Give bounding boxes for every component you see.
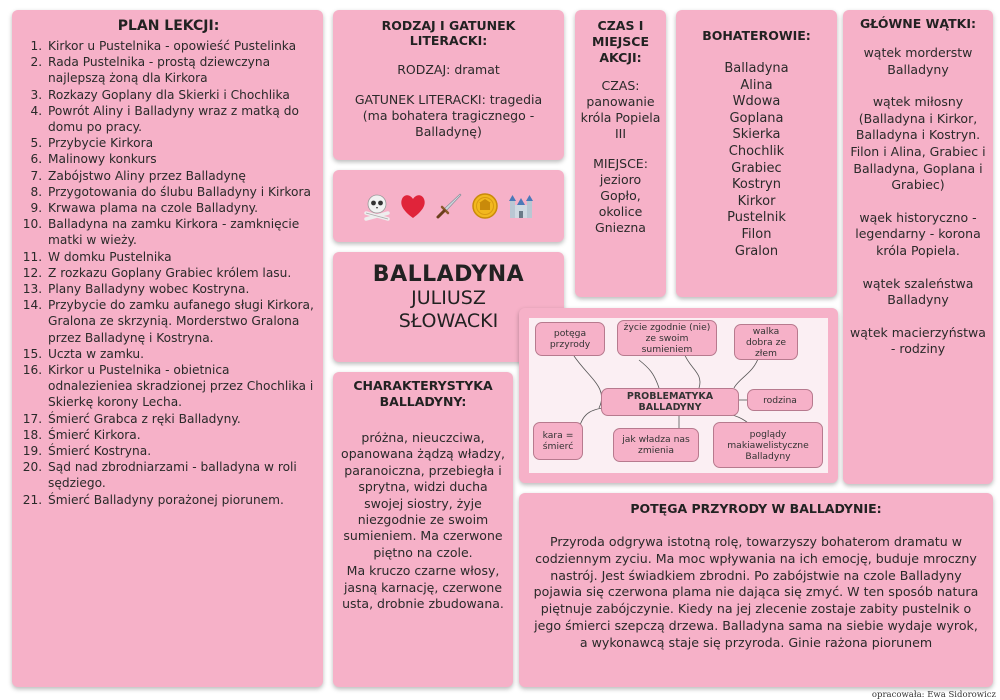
czas-miejsce-card: CZAS I MIEJSCE AKCJI: CZAS: panowanie kr… [575,10,666,297]
plan-item: Plany Balladyny wobec Kostryna. [46,281,315,297]
plan-item: Kirkor u Pustelnika - opowieść Pustelink… [46,38,315,54]
bohater-item: Grabiec [731,160,782,176]
dagger-icon [436,193,461,219]
charakterystyka-p2: Ma kruczo czarne włosy, jasną karnację, … [342,563,504,612]
plan-item: Śmierć Kirkora. [46,427,315,443]
rodzaj-title: RODZAJ I GATUNEK LITERACKI: [381,18,516,48]
plan-item: Malinowy konkurs [46,151,315,167]
bohater-item: Kostryn [732,177,781,193]
author-credit: opracowała: Ewa Sidorowicz [871,690,996,700]
coin-icon [471,193,498,219]
charakterystyka-p1: próżna, nieuczciwa, opanowana żądzą wład… [341,430,505,560]
plan-item: Powrót Aliny i Balladyny wraz z matką do… [46,103,315,135]
castle-icon [508,195,533,218]
rodzaj-text: RODZAJ: dramat [397,62,500,77]
watki-title: GŁÓWNE WĄTKI: [860,16,976,31]
author-first-name: JULIUSZ [411,287,486,309]
plan-list: Kirkor u Pustelnika - opowieść Pustelink… [22,38,315,508]
author-last-name: SŁOWACKI [398,310,499,332]
node-wladza: jak władza nas zmienia [613,428,699,462]
plan-item: Balladyna na zamku Kirkora - zamknięcie … [46,216,315,248]
plan-item: Krwawa plama na czole Balladyny. [46,200,315,216]
bohater-item: Filon [741,226,772,242]
emoji-card [333,170,564,242]
watki-list: wątek morderstw Balladyny wątek miłosny (… [849,45,987,358]
plan-item: Z rozkazu Goplany Grabiec królem lasu. [46,265,315,281]
problematyka-card: potęga przyrody życie zgodnie (nie) ze s… [519,308,838,483]
problematyka-diagram: potęga przyrody życie zgodnie (nie) ze s… [529,318,828,473]
plan-item: Przybycie Kirkora [46,135,315,151]
gatunek-text: GATUNEK LITERACKI: tragedia (ma bohatera… [354,92,543,139]
potega-text: Przyroda odgrywa istotną rolę, towarzysz… [533,534,979,650]
plan-item: Śmierć Balladyny porażonej piorunem. [46,492,315,508]
bohater-item: Chochlik [728,143,785,159]
bohater-item: Gralon [734,243,779,259]
watek-item: wątek szaleństwa Balladyny [862,275,974,308]
book-title: BALLADYNA [372,262,525,287]
bohater-item: Pustelnik [727,210,786,226]
node-kara-smierc: kara = śmierć [533,422,583,460]
plan-item: Zabójstwo Aliny przez Balladynę [46,168,315,184]
plan-title: PLAN LEKCJI: [117,18,220,34]
skull-crossbones-icon [363,194,390,221]
plan-item: Kirkor u Pustelnika - obietnica odnalezi… [46,362,315,411]
bohaterowie-title: BOHATEROWIE: [702,28,811,43]
watek-item: wątek macierzyństwa - rodziny [850,324,986,357]
potega-title: POTĘGA PRZYRODY W BALLADYNIE: [630,501,882,516]
czas-text: panowanie króla Popiela III [580,94,661,141]
miejsce-text: jezioro Gopło, okolice Gniezna [595,172,646,235]
node-rodzina: rodzina [747,389,813,411]
watek-item: wątek morderstw Balladyny [863,45,973,77]
czas-title: CZAS I MIEJSCE AKCJI: [592,18,649,65]
charakterystyka-title: CHARAKTERYSTYKA BALLADYNY: [353,378,493,409]
node-walka-dobra: walka dobra ze złem [734,324,798,360]
plan-item: Uczta w zamku. [46,346,315,362]
bohater-item: Kirkor [737,193,776,209]
plan-item: Śmierć Kostryna. [46,443,315,459]
node-potega-przyrody: potęga przyrody [535,322,605,356]
potega-przyrody-card: POTĘGA PRZYRODY W BALLADYNIE: Przyroda o… [519,493,993,687]
node-poglady: poglądy makiawelistyczne Balladyny [713,422,823,468]
bohater-item: Skierka [732,127,781,143]
plan-item: Rada Pustelnika - prostą dziewczyna najl… [46,54,315,86]
bohater-item: Wdowa [732,94,781,110]
plan-item: Rozkazy Goplany dla Skierki i Chochlika [46,87,315,103]
rodzaj-gatunek-card: RODZAJ I GATUNEK LITERACKI: RODZAJ: dram… [333,10,564,160]
plan-item: Śmierć Grabca z ręki Balladyny. [46,411,315,427]
watek-item: wątek miłosny (Balladyna i Kirkor, Balla… [850,94,986,193]
plan-item: W domku Pustelnika [46,249,315,265]
miejsce-label: MIEJSCE: [593,156,648,171]
node-problematyka-center: PROBLEMATYKA BALLADYNY [601,388,739,416]
charakterystyka-card: CHARAKTERYSTYKA BALLADYNY: próżna, nieuc… [333,372,513,687]
bohater-item: Alina [740,77,773,93]
plan-item: Przybycie do zamku aufanego sługi Kirkor… [46,297,315,346]
node-zycie-sumienie: życie zgodnie (nie) ze swoim sumieniem [617,320,717,356]
czas-label: CZAS: [601,78,640,93]
plan-item: Przygotowania do ślubu Balladyny i Kirko… [46,184,315,200]
heart-icon [400,195,425,218]
bohater-item: Goplana [729,110,784,126]
watek-item: wąek historyczno - legendarny - korona k… [855,209,981,258]
bohater-item: Balladyna [724,61,789,76]
plan-lekcji-card: PLAN LEKCJI: Kirkor u Pustelnika - opowi… [12,10,323,687]
plan-item: Sąd nad zbrodniarzami - balladyna w roli… [46,459,315,491]
